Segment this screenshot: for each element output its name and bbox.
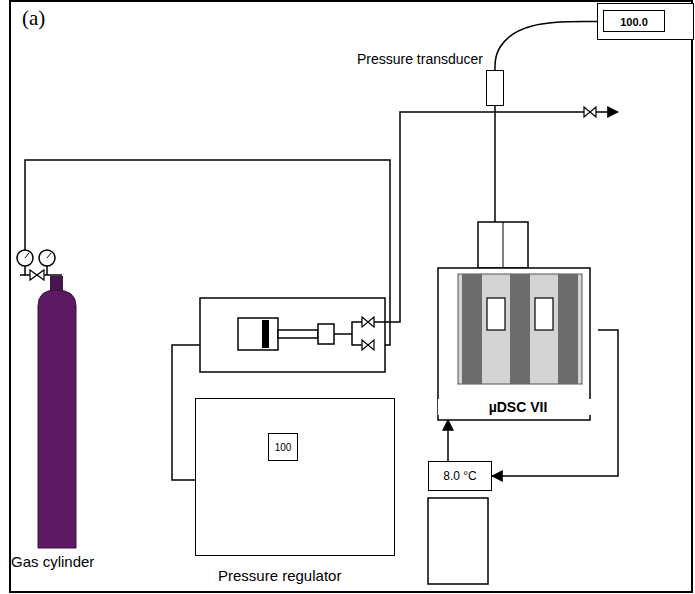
gauge: [39, 250, 55, 266]
cylinder-body: [38, 290, 76, 548]
gauge-needle: [25, 253, 29, 258]
pressure-display: 100.0: [597, 3, 694, 40]
panel-label: (a): [22, 6, 45, 31]
node-label: Pressure regulator: [218, 567, 341, 584]
pump-rod: [278, 330, 318, 338]
calorimeter: µDSC VII: [438, 268, 598, 420]
vent-line: [495, 111, 618, 113]
pump-piston: [262, 320, 269, 348]
gas-cylinder: Gas cylinder: [38, 250, 78, 548]
heater-bar: [462, 274, 482, 384]
reference-cell: [535, 298, 553, 330]
coolant-line: [447, 420, 449, 461]
pump-housing: [200, 298, 385, 372]
calorimeter-block: [458, 274, 582, 384]
gauge-needle: [47, 253, 51, 258]
vent-valve: [584, 107, 596, 117]
cylinder-valve: [30, 270, 44, 280]
pump-valve: [362, 317, 374, 327]
cell-stem: [503, 222, 504, 268]
gauge: [17, 250, 33, 266]
node-label: 100.0: [603, 10, 665, 32]
pressure-transducer: Pressure transducer: [486, 70, 504, 106]
cell-cap: [478, 222, 528, 268]
pump-valve: [362, 340, 374, 350]
thermostat-bath: [428, 498, 488, 584]
calorimeter: [438, 222, 590, 420]
node-label: µDSC VII: [438, 399, 598, 415]
sample-cell: [487, 298, 505, 330]
node-label: Gas cylinder: [11, 553, 94, 570]
node-label: 100: [269, 442, 297, 453]
heater-bar: [558, 274, 578, 384]
node-label: 8.0 °C: [429, 469, 491, 483]
cell-line: [494, 106, 496, 222]
gauge-stem: [24, 266, 26, 275]
pump-barrel: [238, 318, 278, 350]
pump-outlet: [334, 322, 362, 345]
pressure-regulator: Pressure regulator100: [195, 398, 395, 556]
gauge-stem: [46, 266, 48, 275]
regulator-display: 100: [268, 433, 298, 461]
pump-drive: [318, 324, 334, 344]
signal-cable: [495, 22, 597, 71]
calorimeter-frame: [438, 268, 590, 420]
thermostat-display: 8.0 °C: [428, 461, 492, 491]
figure-frame: [10, 1, 692, 592]
node-label: Pressure transducer: [357, 51, 483, 67]
heater-bar: [510, 274, 530, 384]
